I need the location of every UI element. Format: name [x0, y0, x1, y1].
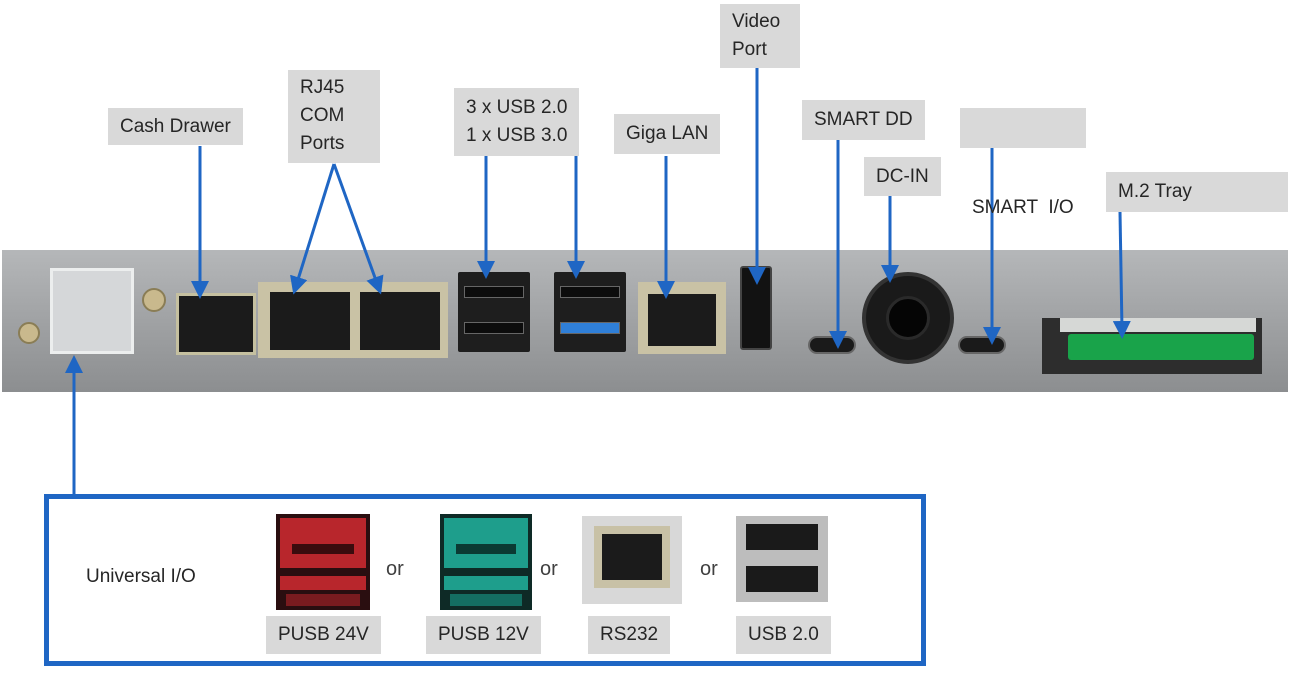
giga-lan-socket	[648, 294, 716, 346]
label-smart-io: SMART I/O	[960, 108, 1086, 218]
option-label-usb-2: USB 2.0	[736, 616, 831, 654]
m2-tray-handle	[1068, 334, 1254, 360]
option-label-rs232: RS232	[588, 616, 671, 654]
label-dc-in: DC-IN	[864, 157, 941, 196]
or-text-2: or	[540, 558, 558, 580]
m2-tray-frame	[1060, 318, 1256, 332]
label-rj45-com-ports: RJ45 COM Ports	[288, 70, 380, 163]
label-smart-dd: SMART DD	[802, 100, 925, 140]
screw-icon	[142, 288, 166, 312]
usb2-stack	[458, 272, 530, 352]
option-label-pusb-12v: PUSB 12V	[426, 616, 541, 654]
usb-mixed-stack	[554, 272, 626, 352]
or-text-3: or	[700, 558, 718, 580]
label-cash-drawer: Cash Drawer	[108, 108, 243, 145]
arrow-rj45-1	[290, 163, 336, 295]
pusb-12v-connector	[440, 514, 532, 610]
arrow-rj45-2	[332, 163, 384, 295]
option-label-pusb-24v: PUSB 24V	[266, 616, 381, 654]
or-text-1: or	[386, 558, 404, 580]
universal-io-title: Universal I/O	[86, 566, 196, 587]
screw-icon	[18, 322, 40, 344]
label-usb-ports: 3 x USB 2.0 1 x USB 3.0	[454, 88, 580, 156]
label-video-port: Video Port	[720, 4, 800, 68]
rj45-port-1	[270, 292, 350, 350]
rs232-connector	[582, 516, 682, 604]
dc-in-center	[886, 296, 930, 340]
universal-io-slot	[50, 268, 134, 354]
usb-2-connector	[736, 516, 828, 602]
label-giga-lan: Giga LAN	[614, 114, 721, 154]
label-m2-tray: M.2 Tray	[1106, 172, 1288, 212]
cash-drawer-port	[176, 293, 256, 355]
arrow-m2-tray	[1112, 211, 1131, 339]
pusb-24v-connector	[276, 514, 370, 610]
rj45-port-2	[360, 292, 440, 350]
dc-in-jack	[862, 272, 954, 364]
